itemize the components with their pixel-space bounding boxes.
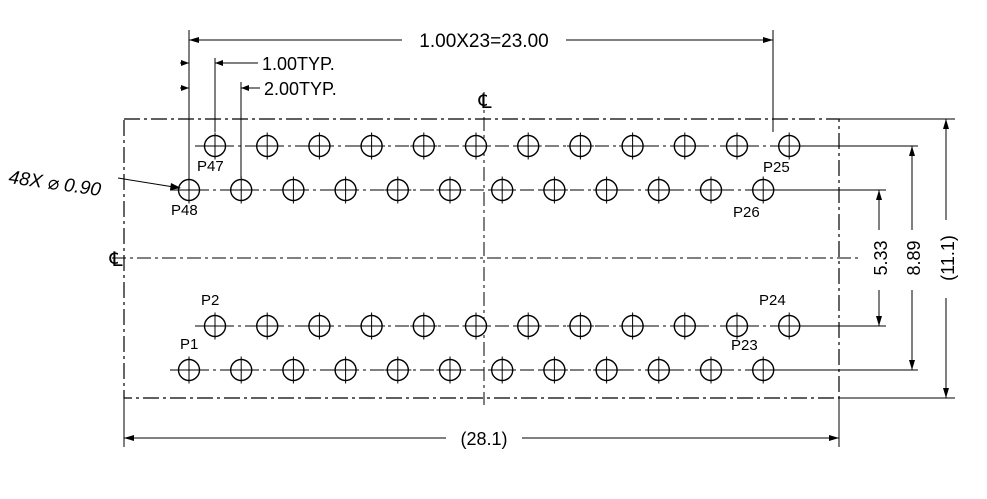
pin-label-p47: P47: [197, 158, 224, 175]
centerline-symbol-vertical: ℄: [476, 91, 494, 113]
centerline-symbol-horizontal: ℄: [107, 249, 125, 271]
pin-label-p24: P24: [759, 292, 786, 309]
pin-label-p1: P1: [180, 336, 198, 353]
pin-label-p48: P48: [171, 202, 198, 219]
dim-row-span-inner: 5.33: [871, 240, 891, 275]
pad-array: [175, 132, 803, 384]
dim-stagger: 1.00TYP.: [262, 54, 335, 74]
arrow-head: [943, 388, 949, 398]
pin-label-p2: P2: [201, 292, 219, 309]
arrow-head: [909, 146, 915, 156]
arrow-head: [189, 37, 199, 43]
dim-pitch: 2.00TYP.: [264, 79, 337, 99]
arrow-head: [181, 60, 189, 66]
arrow-head: [829, 435, 839, 441]
arrow-head: [124, 435, 134, 441]
dim-pitch-total: 1.00X23=23.00: [419, 31, 548, 52]
pin-label-p25: P25: [763, 159, 790, 176]
arrow-head: [876, 190, 882, 200]
hole-callout: 48X ⌀ 0.90: [7, 167, 102, 201]
pin-label-p23: P23: [731, 337, 758, 354]
arrow-head: [241, 85, 249, 91]
dim-row-span-outer: 8.89: [904, 240, 924, 275]
arrow-head: [943, 119, 949, 129]
arrow-head: [215, 60, 223, 66]
arrow-head: [876, 316, 882, 326]
dim-overall-height: (11.1): [938, 235, 958, 281]
arrow-head: [909, 360, 915, 370]
arrow-head: [181, 85, 189, 91]
hole-leader-line: [117, 177, 181, 189]
dim-overall-width: (28.1): [460, 429, 507, 449]
pin-label-p26: P26: [733, 204, 760, 221]
arrow-head: [170, 183, 181, 190]
arrow-head: [763, 37, 773, 43]
